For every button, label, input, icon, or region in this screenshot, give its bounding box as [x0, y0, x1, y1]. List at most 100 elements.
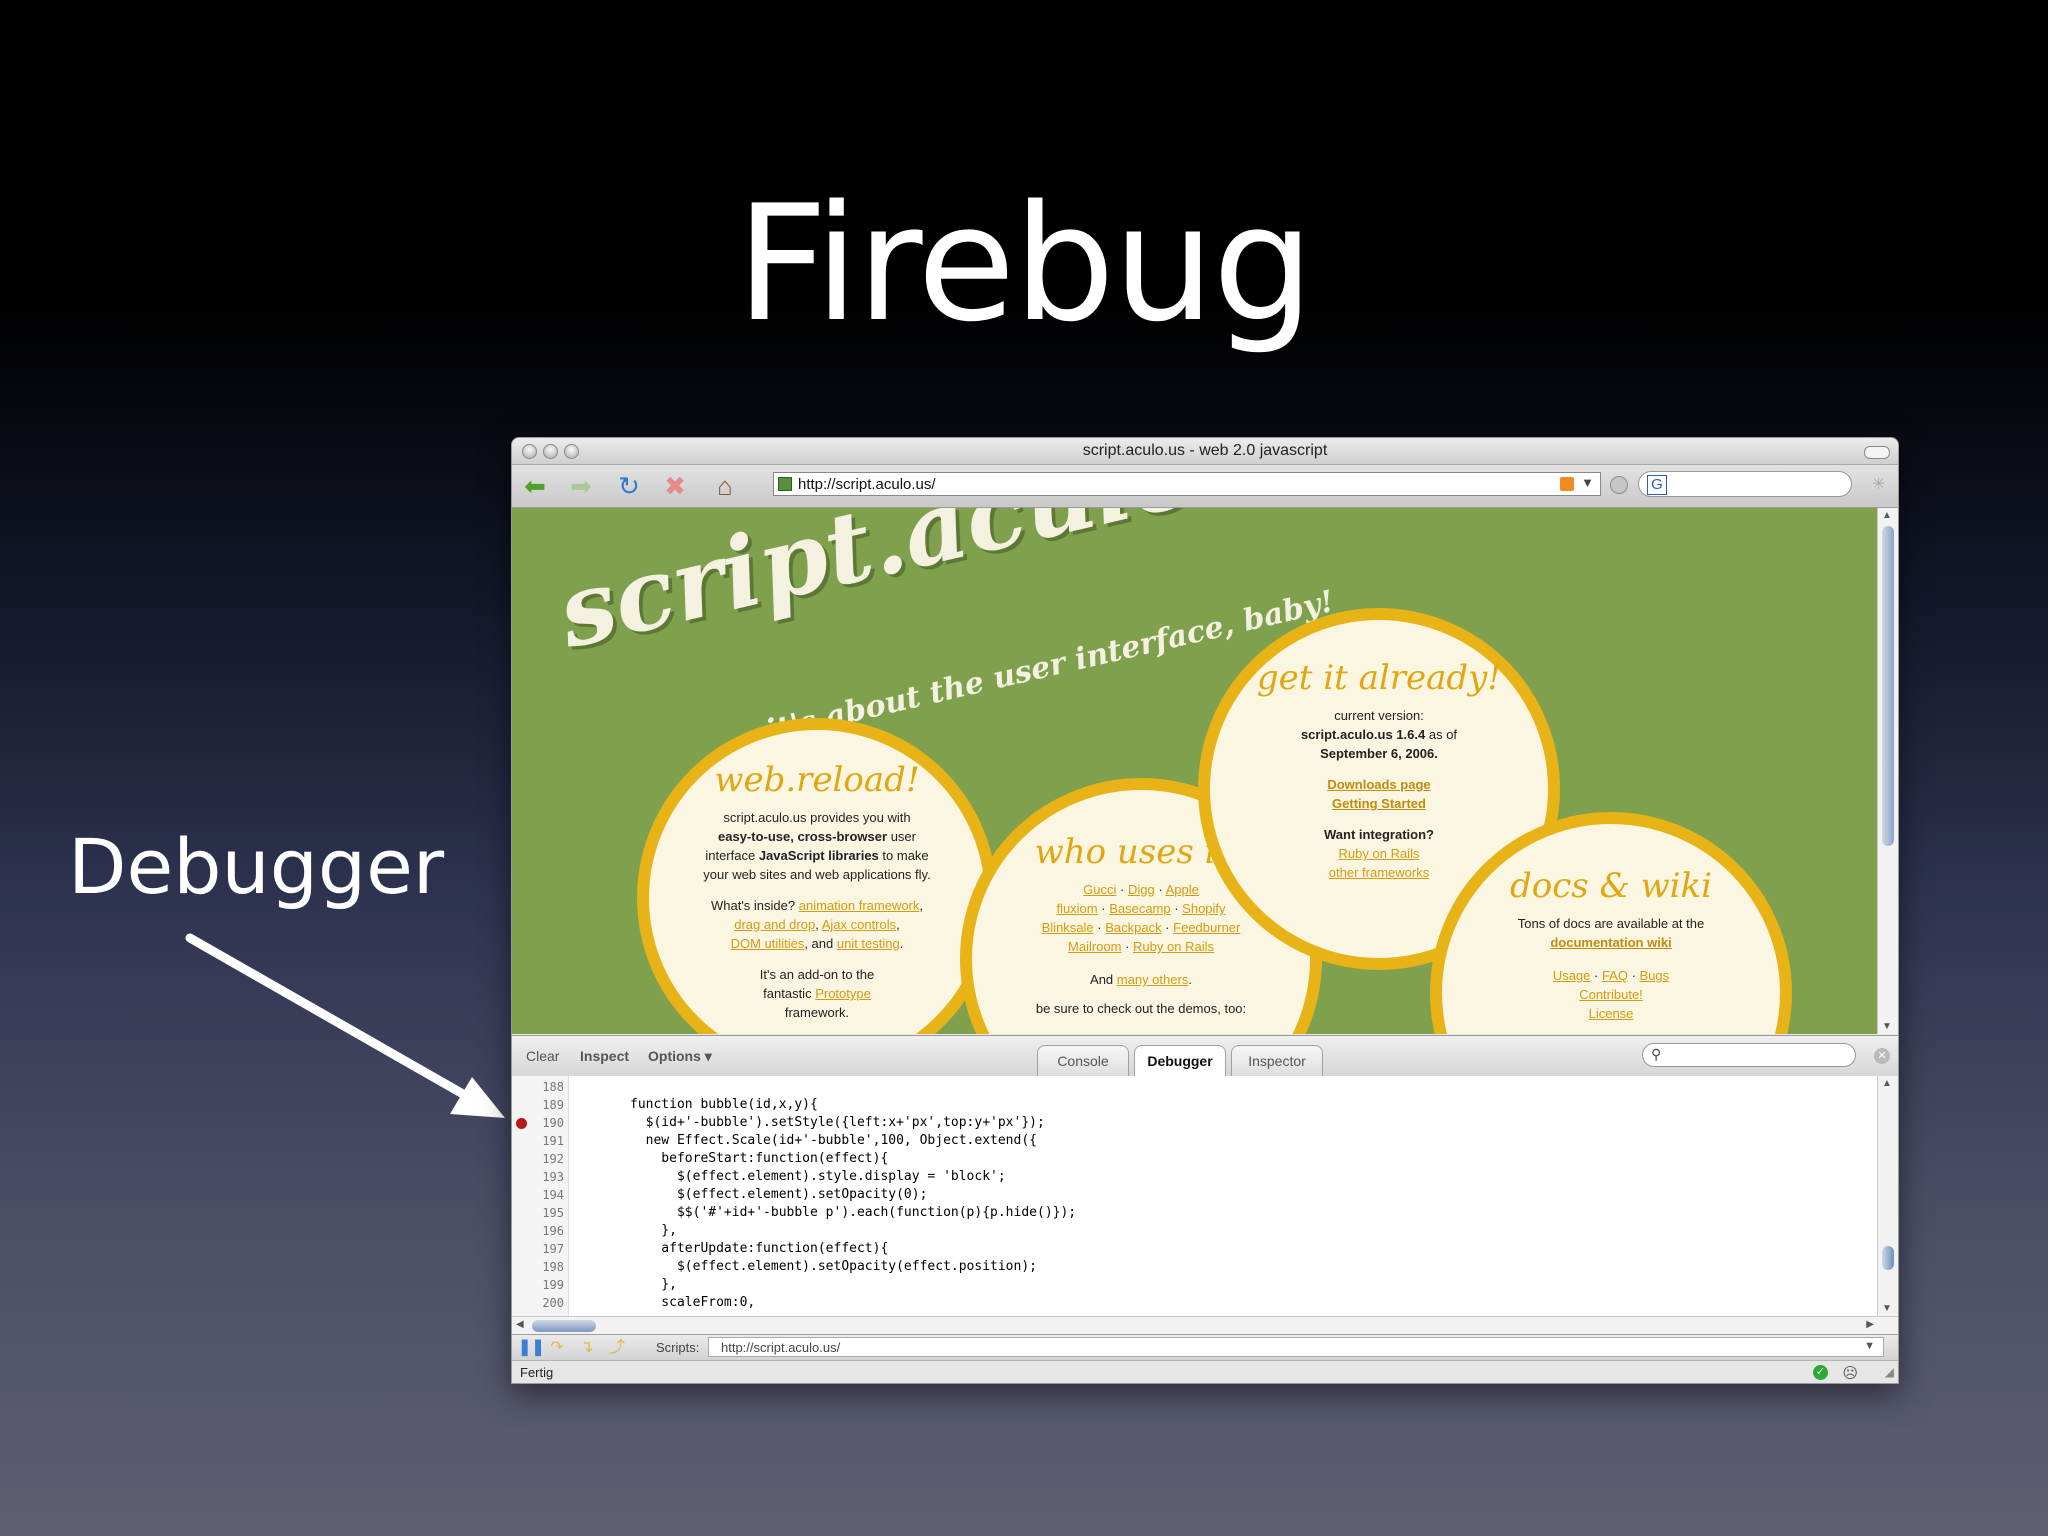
client-link[interactable]: Backpack	[1105, 920, 1162, 935]
code-line[interactable]: 196 },	[512, 1222, 1878, 1240]
scroll-up-icon[interactable]: ▲	[1882, 510, 1892, 521]
forward-icon[interactable]: ➡	[570, 471, 592, 501]
code-line[interactable]: 191 new Effect.Scale(id+'-bubble',100, O…	[512, 1132, 1878, 1150]
unit-testing-link[interactable]: unit testing	[836, 936, 900, 951]
page-scroll-thumb[interactable]	[1882, 526, 1894, 846]
breakpoint-icon[interactable]	[516, 1118, 527, 1129]
scroll-down-icon[interactable]: ▼	[1882, 1021, 1892, 1032]
dom-utilities-link[interactable]: DOM utilities	[730, 936, 805, 951]
chevron-down-icon[interactable]: ▼	[1864, 1340, 1875, 1352]
tab-debugger[interactable]: Debugger	[1134, 1045, 1226, 1077]
code-line[interactable]: 195 $$('#'+id+'-bubble p').each(function…	[512, 1204, 1878, 1222]
checkmark-icon[interactable]: ✓	[1813, 1365, 1828, 1380]
toolbar-toggle-button[interactable]	[1864, 446, 1890, 459]
step-out-icon[interactable]: ⤴	[608, 1339, 625, 1356]
prototype-link[interactable]: Prototype	[815, 986, 871, 1001]
clear-button[interactable]: Clear	[526, 1048, 560, 1064]
back-icon[interactable]: ⬅	[524, 471, 546, 501]
horizontal-scroll-thumb[interactable]	[532, 1320, 596, 1332]
rails-link[interactable]: Ruby on Rails	[1338, 846, 1420, 861]
go-icon[interactable]	[1610, 476, 1628, 494]
line-number[interactable]: 199	[542, 1278, 564, 1292]
reload-icon[interactable]: ↻	[618, 471, 640, 501]
close-window-button[interactable]	[522, 444, 537, 459]
client-link[interactable]: Shopify	[1182, 901, 1226, 916]
page-scrollbar[interactable]: ▲ ▼	[1877, 508, 1898, 1034]
getting-started-link[interactable]: Getting Started	[1332, 796, 1426, 811]
wiki-link[interactable]: documentation wiki	[1550, 935, 1672, 950]
many-others-link[interactable]: many others	[1116, 972, 1189, 987]
code-line[interactable]: 198 $(effect.element).setOpacity(effect.…	[512, 1258, 1878, 1276]
scroll-right-icon[interactable]: ▶	[1866, 1319, 1874, 1330]
search-engine-icon[interactable]: G	[1647, 475, 1667, 495]
url-dropdown-icon[interactable]: ▼	[1581, 475, 1594, 490]
stop-icon[interactable]: ✖	[664, 471, 686, 501]
scroll-left-icon[interactable]: ◀	[516, 1319, 524, 1330]
line-number[interactable]: 195	[542, 1206, 564, 1220]
code-scrollbar[interactable]: ▲ ▼	[1877, 1076, 1898, 1316]
resize-grip-icon[interactable]: ◢	[1884, 1365, 1894, 1379]
inspect-button[interactable]: Inspect	[580, 1048, 630, 1064]
tab-console[interactable]: Console	[1037, 1045, 1129, 1076]
line-number[interactable]: 188	[542, 1080, 564, 1094]
client-link[interactable]: Apple	[1165, 882, 1199, 897]
close-firebug-icon[interactable]: ✕	[1874, 1048, 1890, 1064]
search-input[interactable]: G	[1638, 471, 1852, 497]
rss-icon[interactable]	[1560, 477, 1574, 491]
client-link[interactable]: Basecamp	[1109, 901, 1171, 916]
url-input[interactable]: http://script.aculo.us/ ▼	[773, 472, 1601, 496]
firebug-search-input[interactable]: ⚲	[1642, 1043, 1856, 1067]
code-line[interactable]: 190 $(id+'-bubble').setStyle({left:x+'px…	[512, 1114, 1878, 1132]
minimize-window-button[interactable]	[543, 444, 558, 459]
code-line[interactable]: 199 },	[512, 1276, 1878, 1294]
line-number[interactable]: 193	[542, 1170, 564, 1184]
client-link[interactable]: Digg	[1127, 882, 1155, 897]
client-link[interactable]: Feedburner	[1173, 920, 1241, 935]
code-line[interactable]: 197 afterUpdate:function(effect){	[512, 1240, 1878, 1258]
line-number[interactable]: 189	[542, 1098, 564, 1112]
line-number[interactable]: 192	[542, 1152, 564, 1166]
line-number[interactable]: 191	[542, 1134, 564, 1148]
animation-link[interactable]: animation framework	[798, 898, 920, 913]
faq-link[interactable]: FAQ	[1601, 968, 1628, 983]
horizontal-scrollbar[interactable]: ◀ ▶	[512, 1316, 1898, 1335]
pause-icon[interactable]: ❚❚	[518, 1339, 545, 1356]
license-link[interactable]: License	[1588, 1006, 1634, 1021]
line-number[interactable]: 198	[542, 1260, 564, 1274]
step-over-icon[interactable]: ↷	[550, 1339, 564, 1356]
client-link[interactable]: Mailroom	[1068, 939, 1122, 954]
code-line[interactable]: 192 beforeStart:function(effect){	[512, 1150, 1878, 1168]
code-line[interactable]: 194 $(effect.element).setOpacity(0);	[512, 1186, 1878, 1204]
home-icon[interactable]: ⌂	[717, 471, 733, 501]
line-number[interactable]: 194	[542, 1188, 564, 1202]
drag-drop-link[interactable]: drag and drop	[734, 917, 816, 932]
contribute-link[interactable]: Contribute!	[1579, 987, 1643, 1002]
line-number[interactable]: 197	[542, 1242, 564, 1256]
bugs-link[interactable]: Bugs	[1639, 968, 1670, 983]
other-frameworks-link[interactable]: other frameworks	[1328, 865, 1430, 880]
zoom-window-button[interactable]	[564, 444, 579, 459]
code-scroll-up-icon[interactable]: ▲	[1882, 1078, 1892, 1089]
downloads-link[interactable]: Downloads page	[1327, 777, 1431, 792]
firebug-status-icon[interactable]: ☹	[1842, 1365, 1858, 1382]
client-link[interactable]: fluxiom	[1056, 901, 1098, 916]
code-line[interactable]: 188	[512, 1078, 1878, 1096]
tab-inspector[interactable]: Inspector	[1231, 1045, 1323, 1076]
code-line[interactable]: 200 scaleFrom:0,	[512, 1294, 1878, 1312]
client-link[interactable]: Gucci	[1083, 882, 1117, 897]
client-link[interactable]: Ruby on Rails	[1133, 939, 1214, 954]
line-number[interactable]: 196	[542, 1224, 564, 1238]
options-menu[interactable]: Options ▾	[648, 1048, 712, 1064]
line-number[interactable]: 200	[542, 1296, 564, 1310]
code-line[interactable]: 193 $(effect.element).style.display = 'b…	[512, 1168, 1878, 1186]
code-scroll-thumb[interactable]	[1882, 1246, 1894, 1270]
usage-link[interactable]: Usage	[1552, 968, 1591, 983]
client-link[interactable]: Blinksale	[1041, 920, 1094, 935]
code-scroll-down-icon[interactable]: ▼	[1882, 1303, 1892, 1314]
line-number[interactable]: 190	[542, 1116, 564, 1130]
ajax-controls-link[interactable]: Ajax controls	[821, 917, 897, 932]
step-into-icon[interactable]: ↴	[580, 1339, 594, 1356]
scripts-select[interactable]: http://script.aculo.us/ ▼	[708, 1337, 1884, 1357]
